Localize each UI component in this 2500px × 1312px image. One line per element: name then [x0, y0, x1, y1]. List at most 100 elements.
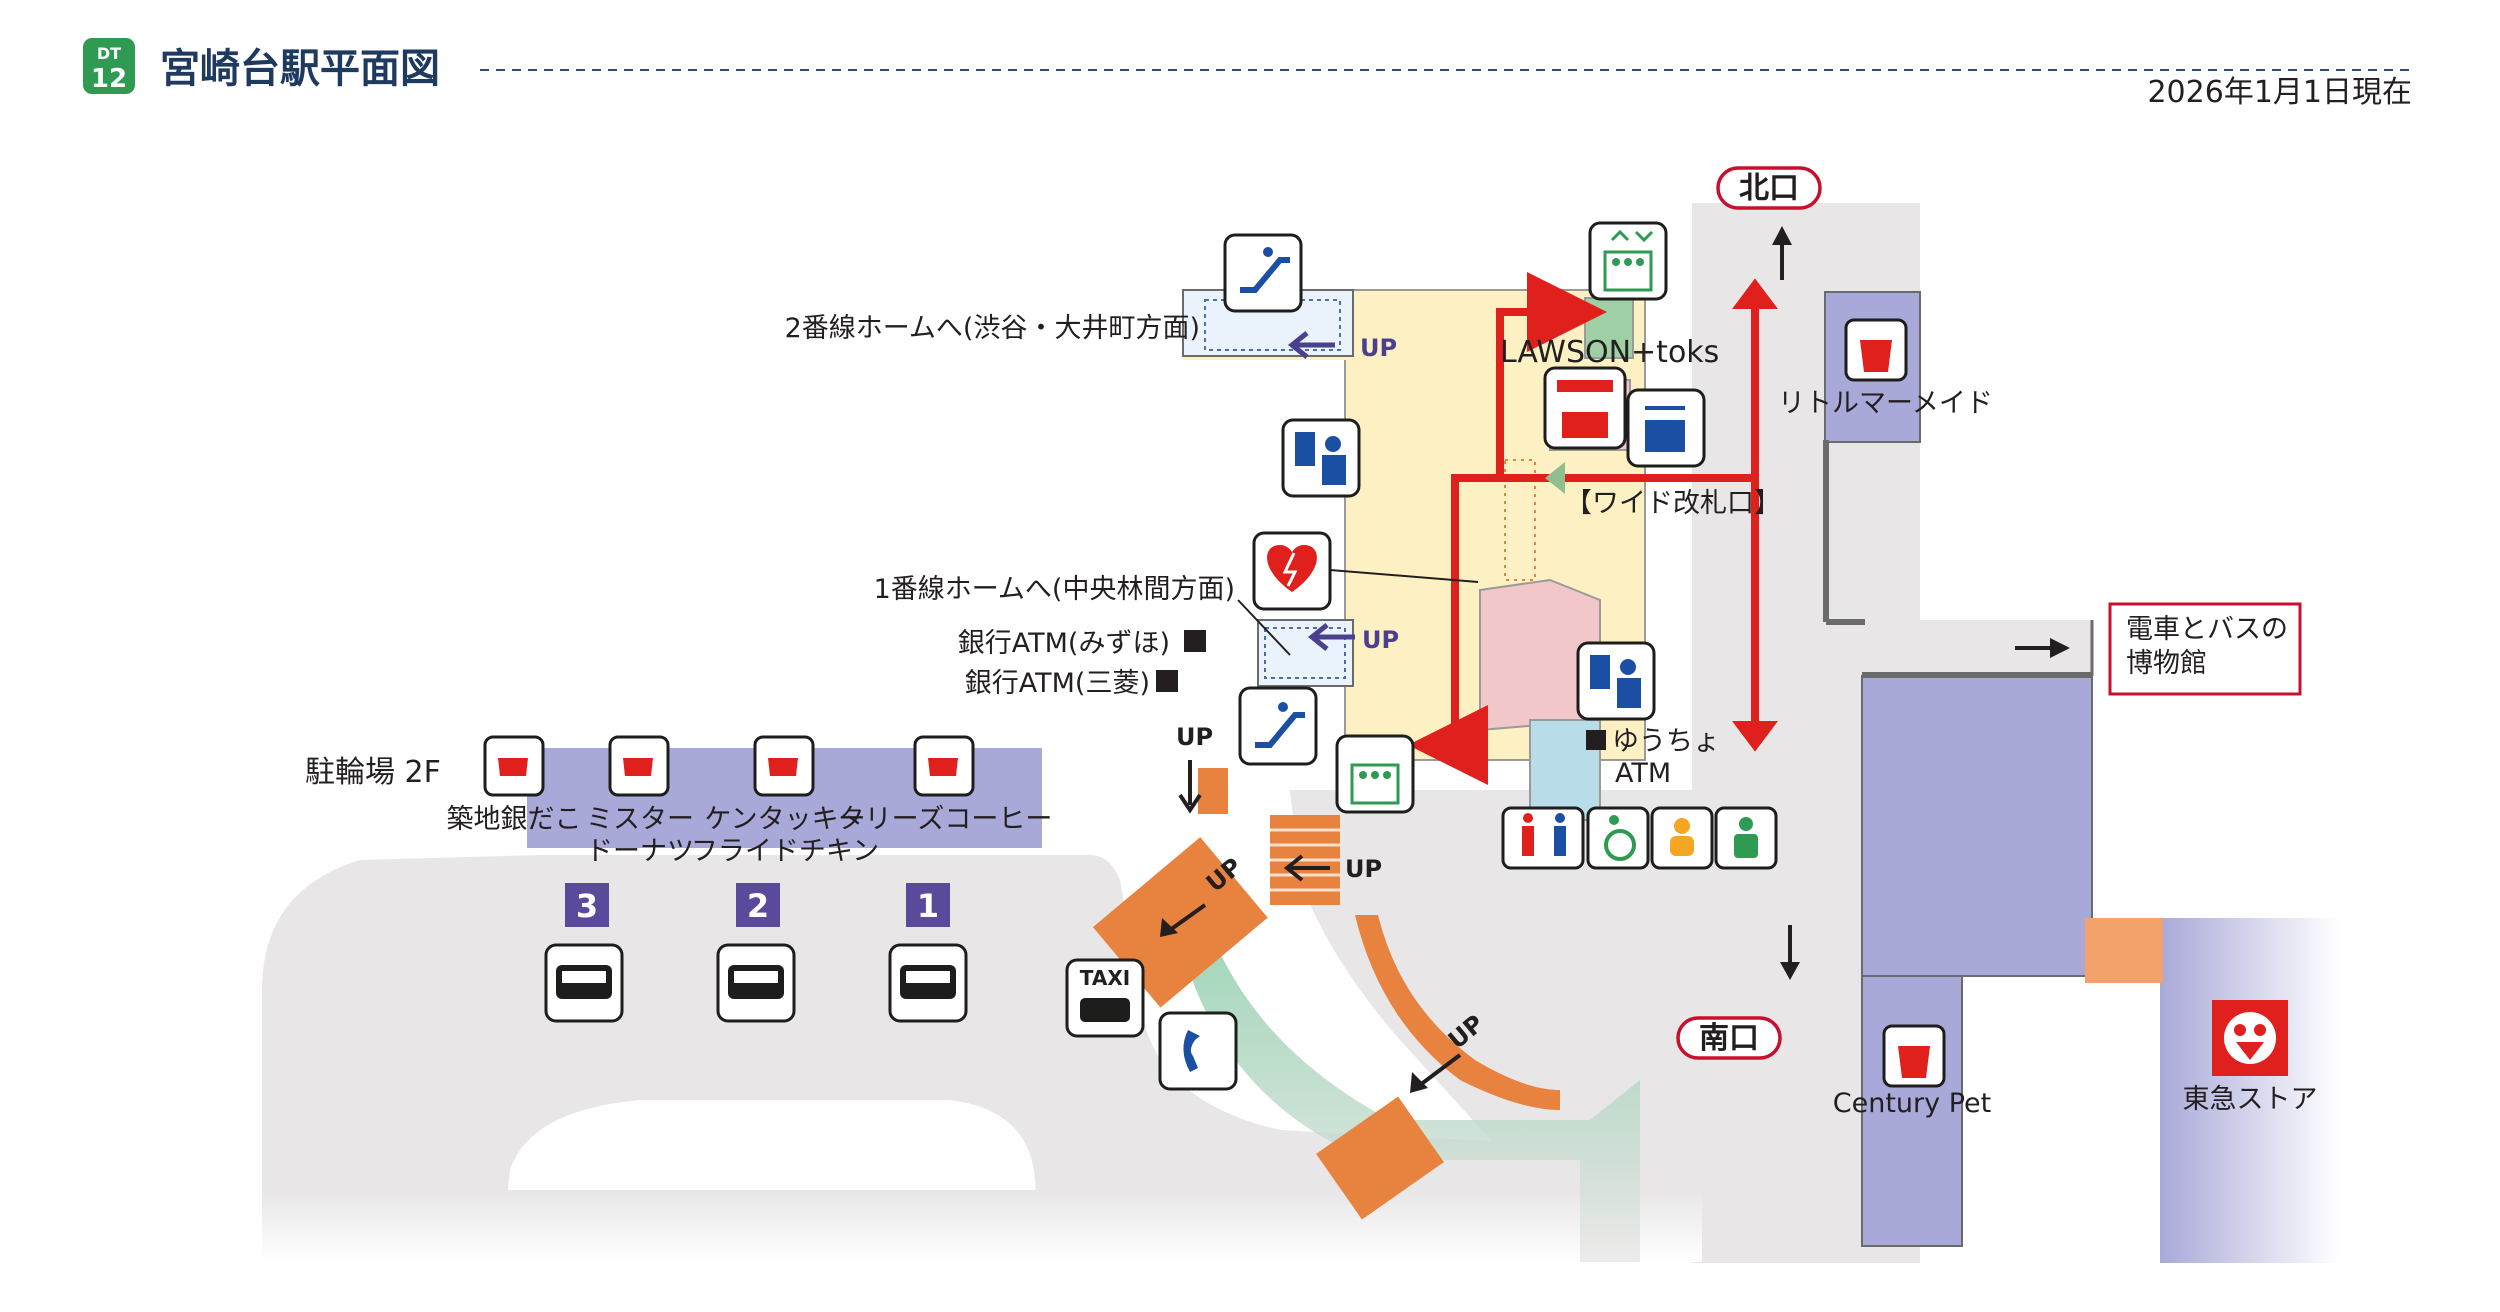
- north-exit-label: 北口: [1716, 166, 1822, 210]
- up-label: UP: [1176, 723, 1213, 751]
- platform1-label: 1番線ホームへ(中央林間方面): [874, 574, 1235, 605]
- ticket-machine-icon: [1281, 418, 1361, 498]
- escalator-icon: [1238, 686, 1318, 766]
- restaurant-icon: [753, 735, 815, 797]
- up-arrow-small: [1178, 760, 1202, 814]
- up-arrow-central: [1283, 854, 1330, 882]
- as-of-date: 2026年1月1日現在: [2147, 75, 2412, 110]
- century-pet-label: Century Pet: [1833, 1088, 1991, 1119]
- north-arrow: [1772, 226, 1792, 280]
- bus-stop-badge: [736, 883, 780, 927]
- little-mermaid-label: リトルマーメイド: [1778, 388, 1993, 419]
- shop-name: タリーズコーヒー: [838, 804, 1053, 835]
- up-label: UP: [1360, 334, 1397, 362]
- east-building: [1861, 675, 2093, 977]
- cafe-icon: [913, 735, 975, 797]
- east-shops: [1824, 291, 2340, 1263]
- bottom-fade: [262, 1190, 1702, 1262]
- shop-labels: 築地銀だこ ミスター ドーナツ ケンタッキー フライドチキン タリーズコーヒー: [447, 804, 1053, 867]
- museum-arrow: [2015, 638, 2070, 658]
- multipurpose-toilet-icon: [1714, 806, 1778, 870]
- bus-stop-number: 2: [747, 887, 769, 925]
- tokyu-store-label: 東急ストア: [2183, 1084, 2318, 1115]
- shop-name: 築地銀だこ: [447, 804, 582, 835]
- ticket-machine-icon: [1576, 641, 1656, 721]
- page-title: 宮崎台駅平面図: [160, 46, 440, 92]
- up-arrow-platform2: [1287, 331, 1335, 359]
- tokyu-store-block: [2160, 918, 2340, 1263]
- aed-icon: [1252, 531, 1332, 611]
- museum-box: [2108, 602, 2302, 696]
- elevator-icon: [1335, 734, 1415, 814]
- south-exit-text: 南口: [1699, 1021, 1759, 1056]
- tokyu-store-logo: [2212, 1000, 2288, 1076]
- bus-stop-number: 3: [576, 887, 598, 925]
- century-pet-block: [1861, 975, 1963, 1247]
- platform1-stair-bar: [1257, 619, 1354, 687]
- up-label: UP: [1345, 855, 1382, 883]
- platform2-label: 2番線ホームへ(渋谷・大井町方面): [785, 313, 1200, 344]
- shop-name-line2: ドーナツ: [586, 836, 694, 867]
- yucho-label: ゆうちょ: [1612, 726, 1720, 757]
- taxi-icon: TAXI: [1065, 958, 1145, 1038]
- convenience-store-icon: [1543, 366, 1627, 450]
- wide-gate-label: 【ワイド改札口】: [1565, 488, 1781, 519]
- green-slope: [1180, 900, 1640, 1262]
- bus-stop-1: 1: [888, 883, 968, 1023]
- elevator-icon: [1588, 221, 1668, 301]
- bus-stop-badge: [906, 883, 950, 927]
- lawson-label: LAWSON+toks: [1500, 335, 1719, 370]
- south-arrow: [1780, 925, 1800, 980]
- header: DT 12 宮崎台駅平面図 2026年1月1日現在: [83, 38, 2412, 110]
- taxi-label: TAXI: [1080, 966, 1130, 990]
- shop-name-line2: フライドチキン: [691, 836, 879, 867]
- museum-label-2: 博物館: [2126, 648, 2207, 679]
- platform1-escalator: [1264, 627, 1346, 679]
- up-arrow-bottom: [1418, 1053, 1462, 1087]
- shop-name: ケンタッキー: [704, 804, 865, 835]
- telephone-icon: [1158, 1011, 1238, 1091]
- aed-leader: [1329, 569, 1479, 583]
- atm-mufg-label: 銀行ATM(三菱): [965, 668, 1150, 699]
- station-number-badge: [83, 38, 135, 94]
- atm-mizuho-marker: [1184, 630, 1206, 652]
- wheelchair-icon: [1586, 806, 1650, 870]
- stair-small-left: [1198, 768, 1228, 814]
- atm-mufg-marker: [1156, 670, 1178, 692]
- restaurant-icon: [608, 735, 670, 797]
- restaurant-icon: [483, 735, 545, 797]
- walls: [1823, 440, 2094, 678]
- stair-central-treads: [1270, 828, 1340, 892]
- bus-stop-number: 1: [917, 887, 939, 925]
- stair-bottom-diagonal: [1316, 1096, 1444, 1220]
- north-exit-text: 北口: [1739, 171, 1799, 206]
- atm-mizuho-label: 銀行ATM(みずほ): [958, 628, 1170, 659]
- shop-name: ミスター: [586, 804, 694, 835]
- up-arrowhead-bottom: [1410, 1072, 1428, 1093]
- south-exit-label: 南口: [1676, 1016, 1782, 1060]
- labels: 2番線ホームへ(渋谷・大井町方面) 1番線ホームへ(中央林間方面) 銀行ATM(…: [305, 313, 2318, 1119]
- route-lines: [1408, 272, 1778, 785]
- east-stair: [2085, 918, 2163, 983]
- platform-stairs: [1182, 289, 1354, 687]
- escalator-icon: [1223, 233, 1303, 313]
- up-arrowhead-diagonal: [1160, 918, 1178, 937]
- yucho-marker: [1586, 730, 1606, 750]
- route-arrowhead-up: [1732, 278, 1778, 309]
- route-arrowhead-down: [1732, 721, 1778, 752]
- station-number: 12: [91, 64, 127, 94]
- up-arrow-platform1: [1307, 623, 1355, 651]
- bus-stop-3: 3: [544, 883, 624, 1023]
- up-label: UP: [1362, 626, 1399, 654]
- museum-label-1: 電車とバスの: [2126, 614, 2288, 645]
- gate-arrow: [1545, 462, 1565, 494]
- route-main: [1408, 474, 1755, 785]
- yucho-atm-label: ATM: [1615, 758, 1671, 789]
- up-arrow-diagonal: [1168, 903, 1207, 932]
- shopping-icon: [1844, 318, 1908, 382]
- baby-care-icon: [1650, 806, 1714, 870]
- stair-curved: [1355, 915, 1560, 1110]
- platform1-leader: [1237, 599, 1291, 656]
- line-code: DT: [97, 44, 121, 63]
- route-to-elevator: [1496, 272, 1607, 480]
